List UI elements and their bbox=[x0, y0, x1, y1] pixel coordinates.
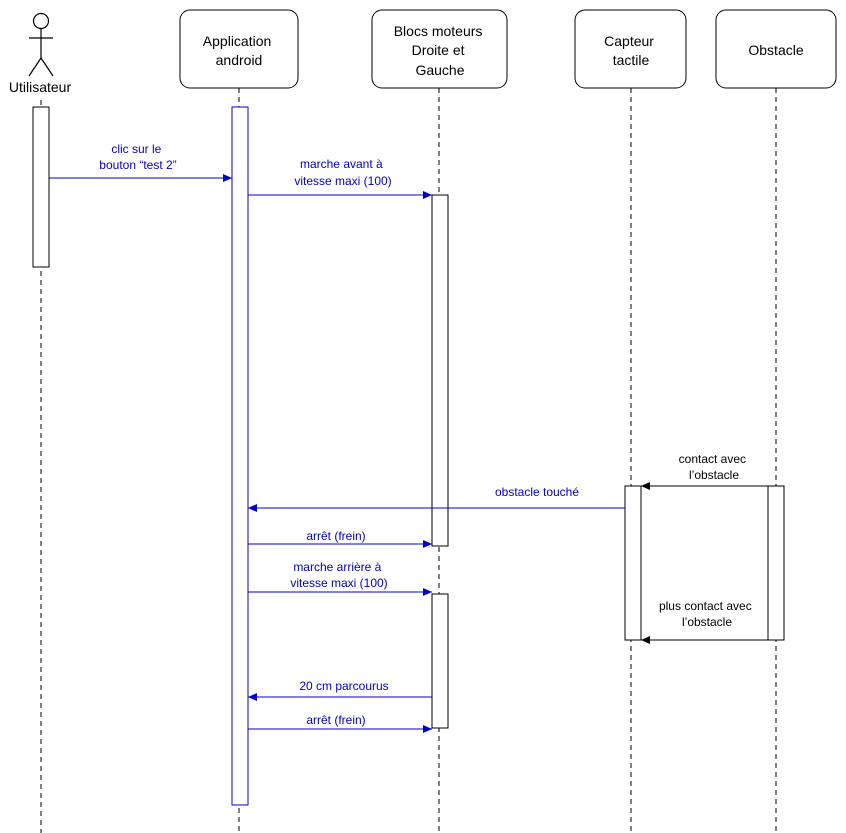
actor-right-leg bbox=[40, 57, 54, 77]
label-parcourus: 20 cm parcourus bbox=[299, 679, 388, 693]
activation-moteurs-1 bbox=[431, 194, 449, 547]
activation-obstacle bbox=[767, 485, 785, 641]
activation-utilisateur bbox=[32, 106, 50, 268]
message-contact: contact avec l’obstacle bbox=[641, 452, 768, 490]
participant-capteur: Capteur tactile bbox=[574, 9, 687, 89]
message-marche-avant: marche avant à vitesse maxi (100) bbox=[248, 157, 432, 199]
label-arret-2: arrêt (frein) bbox=[306, 713, 365, 727]
label-arret-1: arrêt (frein) bbox=[306, 529, 365, 543]
participant-label-moteurs: Blocs moteurs Droite et Gauche bbox=[394, 23, 487, 78]
label-obstacle-touche: obstacle touché bbox=[495, 485, 579, 499]
participant-label-capteur: Capteur tactile bbox=[604, 33, 658, 68]
label-contact: contact avec l’obstacle bbox=[679, 452, 750, 482]
activation-capteur bbox=[624, 485, 642, 641]
message-parcourus: 20 cm parcourus bbox=[248, 679, 432, 701]
message-obstacle-touche: obstacle touché bbox=[248, 485, 625, 512]
participant-moteurs: Blocs moteurs Droite et Gauche bbox=[371, 9, 508, 89]
participant-label-utilisateur: Utilisateur bbox=[9, 79, 72, 95]
activation-application bbox=[231, 106, 249, 806]
message-plus-contact: plus contact avec l’obstacle bbox=[641, 599, 768, 644]
participant-label-application: Application android bbox=[203, 33, 275, 68]
label-marche-arriere: marche arrière à vitesse maxi (100) bbox=[290, 560, 387, 590]
participant-label-obstacle: Obstacle bbox=[748, 42, 803, 58]
actor-head bbox=[32, 12, 50, 30]
label-clic: clic sur le bouton “test 2” bbox=[99, 142, 176, 172]
participant-obstacle: Obstacle bbox=[715, 9, 837, 89]
message-arret-1: arrêt (frein) bbox=[248, 529, 432, 548]
label-marche-avant: marche avant à vitesse maxi (100) bbox=[294, 157, 391, 188]
message-clic: clic sur le bouton “test 2” bbox=[49, 142, 232, 182]
actor-utilisateur bbox=[28, 12, 54, 77]
label-plus-contact: plus contact avec l’obstacle bbox=[659, 599, 755, 629]
message-arret-2: arrêt (frein) bbox=[248, 713, 432, 733]
participant-application: Application android bbox=[179, 9, 299, 89]
actor-left-leg bbox=[28, 57, 42, 77]
activation-moteurs-2 bbox=[431, 593, 449, 729]
message-marche-arriere: marche arrière à vitesse maxi (100) bbox=[248, 560, 432, 596]
